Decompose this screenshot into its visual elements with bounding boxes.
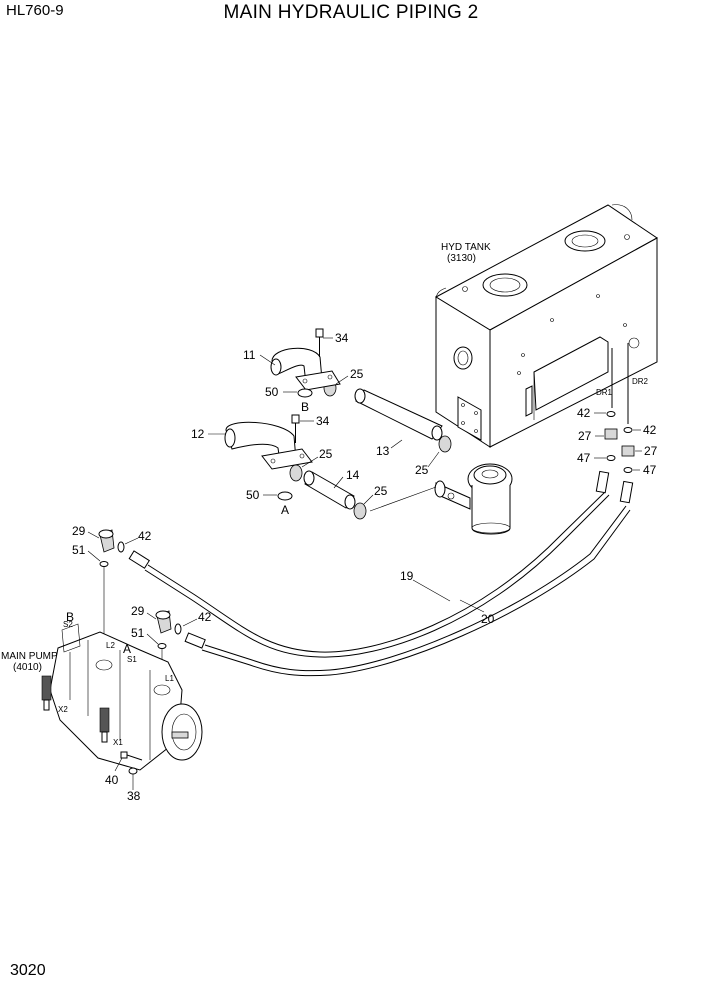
elbow-pipe-12	[224, 421, 313, 470]
callout-25: 25	[415, 463, 429, 477]
port-s1-label: S1	[127, 655, 137, 664]
main-pump	[41, 623, 203, 771]
o-ring-50	[297, 388, 313, 398]
suction-flange-elbow	[434, 463, 513, 535]
hydraulic-tank	[434, 204, 658, 448]
callout-11: 11	[243, 348, 256, 362]
port-x2-label: X2	[58, 705, 68, 714]
tank-name-label: HYD TANK	[441, 242, 491, 253]
callout-47: 47	[643, 463, 657, 477]
callout-19: 19	[400, 569, 414, 583]
callout-38: 38	[127, 789, 141, 803]
callout-40: 40	[105, 773, 119, 787]
callout-50: 50	[265, 385, 279, 399]
o-ring-51	[157, 643, 167, 649]
label-b-pump: B	[66, 610, 74, 624]
callout-25: 25	[319, 447, 333, 461]
callout-25: 25	[374, 484, 388, 498]
callout-27: 27	[644, 444, 658, 458]
o-ring-42	[174, 623, 182, 635]
callout-27: 27	[578, 429, 592, 443]
page-number: 3020	[10, 962, 46, 979]
callout-42: 42	[577, 406, 591, 420]
drain-fittings	[604, 411, 635, 473]
callout-50: 50	[246, 488, 260, 502]
bolt-40	[120, 751, 143, 761]
callout-14: 14	[346, 468, 360, 482]
callout-29: 29	[72, 524, 86, 538]
page-title: MAIN HYDRAULIC PIPING 2	[223, 2, 479, 23]
tank-ref-label: (3130)	[447, 253, 476, 264]
hose-band-25	[289, 379, 452, 520]
model-number: HL760-9	[6, 2, 64, 19]
drain-hose-19	[128, 470, 610, 658]
port-l2-label: L2	[106, 641, 115, 650]
o-ring-42	[117, 541, 125, 553]
label-a-upper: A	[281, 503, 289, 517]
pipe-13	[354, 388, 443, 441]
washer-38	[128, 767, 138, 775]
callout-34: 34	[335, 331, 349, 345]
callout-42: 42	[643, 423, 657, 437]
drain-hose-20	[184, 480, 634, 677]
label-b-upper: B	[301, 400, 309, 414]
port-dr2-label: DR2	[632, 377, 649, 386]
callout-13: 13	[376, 444, 390, 458]
o-ring-51	[99, 561, 109, 567]
callout-51: 51	[131, 626, 145, 640]
pump-name-label: MAIN PUMP	[1, 651, 58, 662]
callout-34: 34	[316, 414, 330, 428]
elbow-fitting-29	[98, 529, 172, 634]
pipe-14	[303, 470, 356, 510]
o-ring-50	[277, 491, 293, 501]
callout-12: 12	[191, 427, 205, 441]
pump-ref-label: (4010)	[13, 662, 42, 673]
elbow-pipe-11	[270, 347, 341, 391]
callout-42: 42	[198, 610, 212, 624]
port-l1-label: L1	[165, 674, 174, 683]
callout-51: 51	[72, 543, 86, 557]
label-a-pump: A	[123, 642, 131, 656]
callout-47: 47	[577, 451, 591, 465]
leader-lines	[87, 337, 642, 772]
port-x1-label: X1	[113, 738, 123, 747]
port-s2-label: S2	[63, 620, 73, 629]
callout-29: 29	[131, 604, 145, 618]
bolt-34	[291, 328, 324, 443]
port-dr1-label: DR1	[596, 388, 613, 397]
callout-20: 20	[481, 612, 495, 626]
callout-42: 42	[138, 529, 152, 543]
callout-25: 25	[350, 367, 364, 381]
